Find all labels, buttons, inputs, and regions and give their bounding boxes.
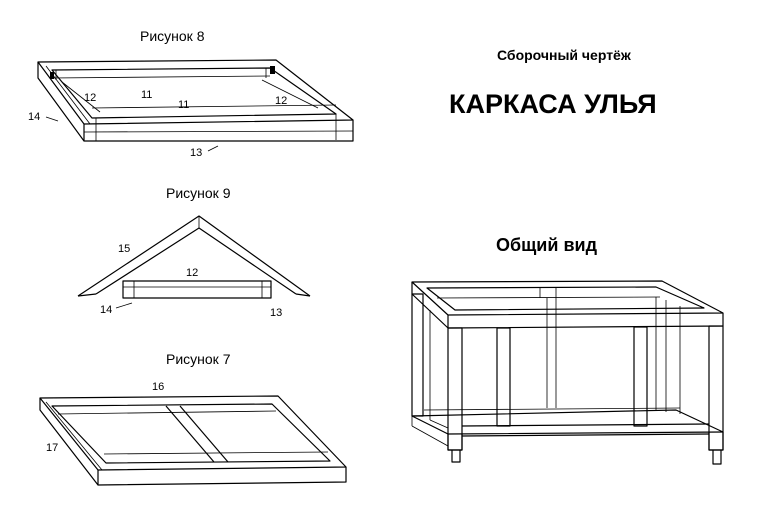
- part-12-label: 12: [84, 92, 96, 104]
- part-12-label: 12: [186, 267, 198, 279]
- drawing-title: КАРКАСА УЛЬЯ: [449, 89, 657, 119]
- drawing-subtitle: Сборочный чертёж: [497, 47, 632, 63]
- part-13-label: 13: [270, 307, 282, 319]
- figure-7-caption: Рисунок 7: [166, 351, 231, 367]
- figure-7-frame-drawing: [39, 395, 347, 486]
- figure-8-frame-drawing: [37, 59, 354, 142]
- part-15-label: 15: [118, 243, 130, 255]
- part-12-label: 12: [275, 95, 287, 107]
- part-14-label: 14: [100, 304, 112, 316]
- overview-heading: Общий вид: [496, 235, 598, 255]
- part-17-label: 17: [46, 442, 58, 454]
- figure-8: Рисунок 8 12 11 1: [28, 28, 354, 159]
- part-14-leader: [115, 302, 133, 309]
- part-14-label: 14: [28, 111, 40, 123]
- figure-8-caption: Рисунок 8: [140, 28, 205, 44]
- figure-9: Рисунок 9 15 12 14 13: [77, 185, 311, 319]
- figure-7: Рисунок 7 16 17: [39, 351, 347, 486]
- part-11-label: 11: [178, 99, 189, 111]
- part-11-label: 11: [141, 89, 152, 101]
- part-13-leader: [207, 145, 219, 152]
- part-16-label: 16: [152, 381, 164, 393]
- figure-9-caption: Рисунок 9: [166, 185, 231, 201]
- part-13-label: 13: [190, 147, 202, 159]
- part-14-leader: [45, 116, 59, 122]
- figure-9-gable-drawing: [77, 215, 311, 299]
- general-view-frame-drawing: [411, 280, 724, 465]
